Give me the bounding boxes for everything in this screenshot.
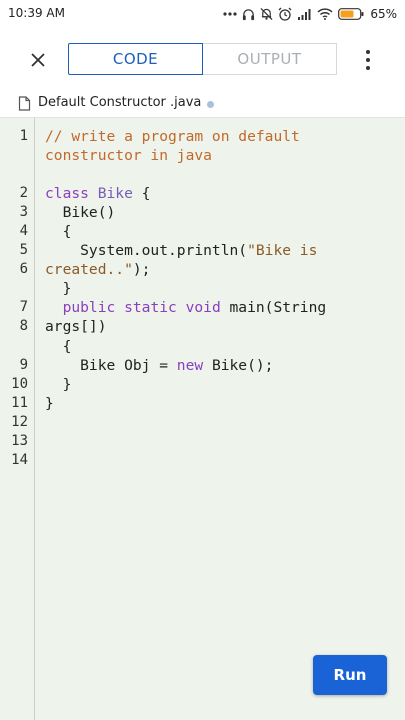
line-number: 14 bbox=[11, 452, 28, 468]
line-number: 13 bbox=[11, 433, 28, 449]
line-number: 10 bbox=[11, 376, 28, 392]
more-options-button[interactable] bbox=[358, 46, 378, 74]
line-number: 3 bbox=[19, 204, 28, 220]
code-token-plain: args[]) bbox=[45, 318, 107, 335]
app-header: CODE OUTPUT bbox=[0, 28, 405, 92]
file-tab[interactable]: Default Constructor .java bbox=[0, 92, 405, 118]
status-icons: 65% bbox=[223, 4, 397, 24]
code-token-kw: new bbox=[176, 357, 204, 374]
file-name: Default Constructor .java bbox=[38, 95, 202, 110]
close-button[interactable] bbox=[24, 46, 52, 74]
line-number: 12 bbox=[11, 414, 28, 430]
code-token-plain: ); bbox=[132, 261, 151, 278]
line-number: 8 bbox=[19, 318, 28, 334]
battery-icon bbox=[338, 8, 364, 20]
code-line: created.."); bbox=[45, 260, 150, 279]
code-line: } bbox=[45, 279, 72, 298]
tab-code[interactable]: CODE bbox=[68, 43, 203, 75]
line-number: 6 bbox=[19, 261, 28, 277]
code-line: } bbox=[45, 375, 72, 394]
code-line: System.out.println("Bike is bbox=[45, 241, 317, 260]
code-line: Bike Obj = new Bike(); bbox=[45, 356, 273, 375]
code-line: constructor in java bbox=[45, 146, 212, 165]
code-token-cls: Bike bbox=[97, 185, 133, 202]
headset-icon bbox=[242, 8, 255, 21]
code-token-str: "Bike is bbox=[247, 242, 318, 259]
code-line: class Bike { bbox=[45, 184, 150, 203]
tab-output[interactable]: OUTPUT bbox=[203, 43, 337, 75]
code-token-plain: System.out.println( bbox=[45, 242, 248, 259]
code-line: { bbox=[45, 222, 72, 241]
code-token-comment: // write a program on default bbox=[45, 128, 300, 145]
code-token-plain: } bbox=[45, 376, 72, 393]
code-line: { bbox=[45, 337, 72, 356]
signal-icon bbox=[297, 8, 312, 20]
file-icon bbox=[18, 96, 31, 115]
code-token-plain: Bike(); bbox=[203, 357, 274, 374]
code-line: } bbox=[45, 394, 54, 413]
bell-off-icon bbox=[260, 7, 273, 21]
unsaved-indicator bbox=[207, 101, 214, 108]
code-token-plain: main(String bbox=[220, 299, 327, 316]
alarm-icon bbox=[278, 7, 292, 21]
line-number-gutter: 1 2 3 4 5 6 7 8 9 10 11 12 13 14 bbox=[0, 118, 35, 720]
code-token-plain bbox=[45, 299, 63, 316]
code-token-comment: constructor in java bbox=[45, 147, 212, 164]
wifi-icon bbox=[317, 8, 333, 20]
code-token-plain: { bbox=[45, 223, 72, 240]
status-time: 10:39 AM bbox=[8, 6, 65, 20]
line-number: 9 bbox=[19, 357, 28, 373]
code-token-plain: { bbox=[132, 185, 151, 202]
close-icon bbox=[31, 53, 45, 67]
code-line: public static void main(String bbox=[45, 298, 327, 317]
code-editor[interactable]: 1 2 3 4 5 6 7 8 9 10 11 12 13 14 // writ… bbox=[0, 118, 405, 720]
line-number: 4 bbox=[19, 223, 28, 239]
code-token-plain: } bbox=[45, 395, 54, 412]
kebab-dot bbox=[366, 58, 370, 62]
line-number: 2 bbox=[19, 185, 28, 201]
code-token-kw: public static void bbox=[62, 299, 221, 316]
code-token-plain: { bbox=[45, 338, 72, 355]
code-token-plain: } bbox=[45, 280, 72, 297]
code-token-plain: Bike Obj = bbox=[45, 357, 177, 374]
more-dots-icon bbox=[223, 11, 237, 17]
kebab-dot bbox=[366, 66, 370, 70]
battery-percent: 65% bbox=[370, 7, 397, 21]
code-token-plain: Bike() bbox=[45, 204, 116, 221]
code-line: args[]) bbox=[45, 317, 107, 336]
code-line: Bike() bbox=[45, 203, 116, 222]
code-token-kw: class bbox=[45, 185, 98, 202]
kebab-dot bbox=[366, 50, 370, 54]
line-number: 5 bbox=[19, 242, 28, 258]
line-number: 11 bbox=[11, 395, 28, 411]
line-number: 7 bbox=[19, 299, 28, 315]
code-token-str: created.." bbox=[45, 261, 133, 278]
run-button[interactable]: Run bbox=[313, 655, 387, 695]
code-line: // write a program on default bbox=[45, 127, 300, 146]
line-number: 1 bbox=[19, 128, 28, 144]
status-bar: 10:39 AM 65% bbox=[0, 0, 405, 28]
